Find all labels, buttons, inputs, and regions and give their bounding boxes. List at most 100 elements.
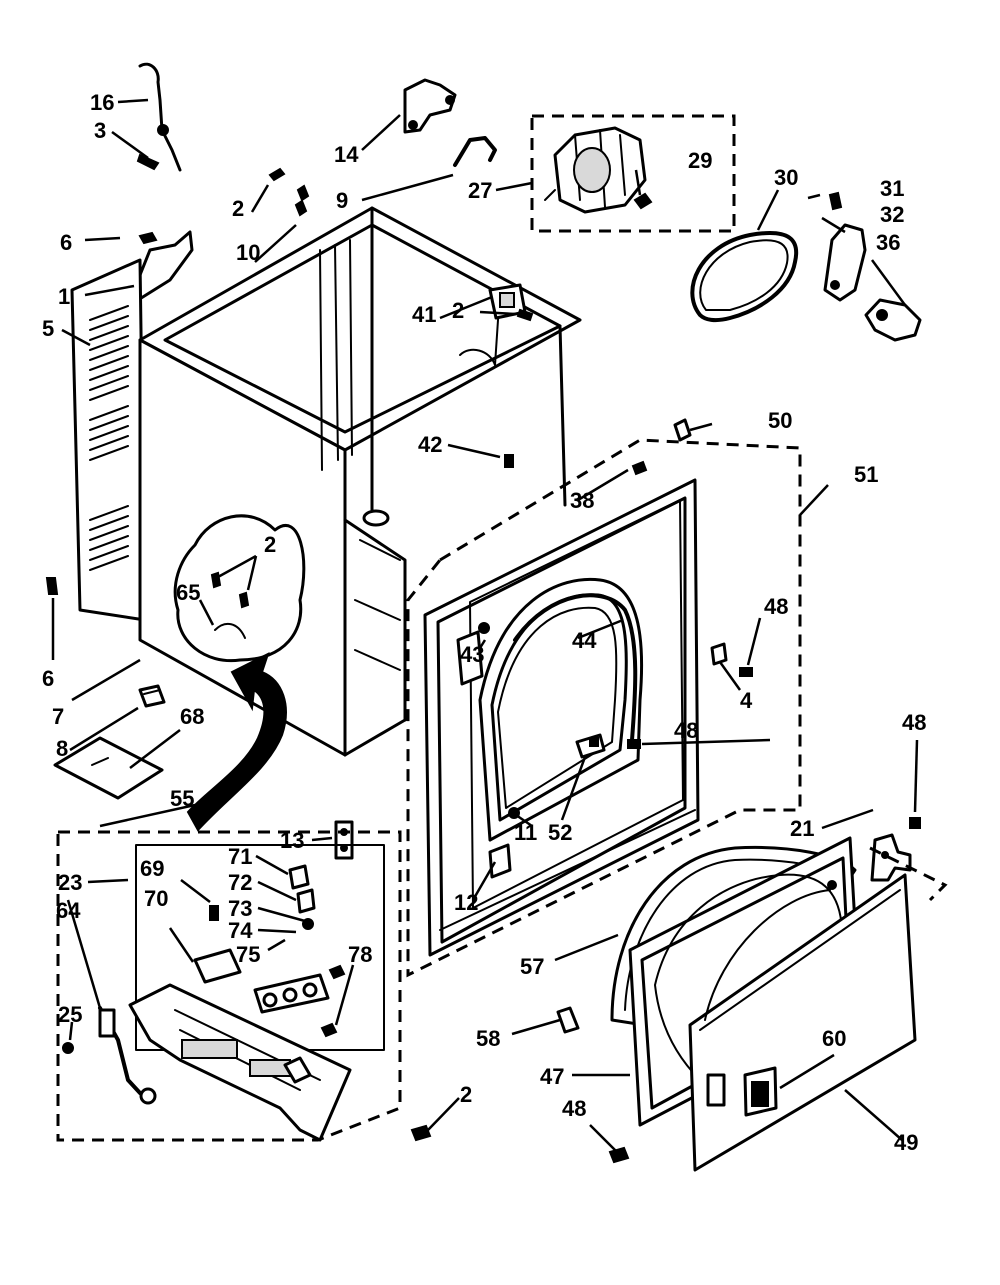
label-69: 69 (140, 856, 164, 881)
label-47: 47 (540, 1064, 564, 1089)
label-55: 55 (170, 786, 194, 811)
label-1: 1 (58, 284, 70, 309)
label-30: 30 (774, 165, 798, 190)
part-38-screw (631, 460, 648, 476)
label-48-right: 48 (902, 710, 926, 735)
part-48-screw-b (627, 739, 641, 749)
control-panel-group-box (56, 830, 402, 1142)
part-71-knob (288, 864, 310, 890)
part-7-foot (138, 684, 166, 708)
label-10: 10 (236, 240, 260, 265)
part-50-nut (673, 418, 692, 442)
label-2-top: 2 (232, 196, 244, 221)
label-21: 21 (790, 816, 814, 841)
label-6-top: 6 (60, 230, 72, 255)
part-27-motor (544, 126, 647, 214)
part-68-cover (53, 736, 164, 800)
part-42-screw (504, 454, 514, 468)
part-70-board (193, 948, 242, 984)
part-51-front-panel (423, 478, 700, 957)
label-71: 71 (228, 844, 252, 869)
front-panel-group-box (406, 438, 802, 978)
label-51: 51 (854, 462, 878, 487)
label-13: 13 (280, 828, 304, 853)
label-8: 8 (56, 736, 68, 761)
leader-lines (51, 98, 919, 1153)
part-30-belt (690, 231, 799, 323)
part-cabinet (70, 206, 582, 757)
label-23: 23 (58, 870, 82, 895)
label-64: 64 (56, 898, 81, 923)
label-31: 31 (880, 176, 904, 201)
part-10-clip (294, 184, 310, 217)
label-57: 57 (520, 954, 544, 979)
part-64-wire (98, 1006, 157, 1105)
part-29-screw (633, 192, 653, 210)
label-65: 65 (176, 580, 200, 605)
label-11: 11 (514, 820, 537, 845)
part-32-bracket (823, 223, 867, 302)
part-52-latch (575, 733, 606, 759)
label-43: 43 (460, 642, 484, 667)
label-25: 25 (58, 1002, 82, 1027)
part-4-strike (710, 642, 728, 666)
part-14-bracket (403, 78, 457, 134)
label-78: 78 (348, 942, 372, 967)
label-48-upper: 48 (764, 594, 788, 619)
part-49-outer-door (688, 873, 917, 1172)
part-31-screw (828, 191, 843, 211)
part-78-screw (320, 964, 346, 1038)
part-6-screw-top (138, 231, 158, 245)
label-2-mid: 2 (452, 298, 464, 323)
door-group-box (869, 846, 948, 902)
exhaust-duct (186, 652, 287, 832)
label-12: 12 (454, 890, 478, 915)
part-43-switch (456, 622, 490, 686)
part-number-labels: 16 3 14 27 29 30 31 32 36 2 9 6 10 1 5 2… (42, 90, 926, 1155)
label-3: 3 (94, 118, 106, 143)
part-6-screw-left (45, 577, 59, 595)
part-2-screw-bottom (410, 1124, 432, 1142)
part-13-plate (334, 820, 354, 860)
label-38: 38 (570, 488, 594, 513)
part-72-clip (296, 888, 316, 914)
label-4: 4 (740, 688, 753, 713)
label-6-left: 6 (42, 666, 54, 691)
label-70: 70 (144, 886, 168, 911)
label-27: 27 (468, 178, 492, 203)
part-3-screw (136, 153, 160, 171)
label-73: 73 (228, 896, 252, 921)
label-60: 60 (822, 1026, 846, 1051)
label-16: 16 (90, 90, 114, 115)
part-36-idler (864, 298, 922, 342)
label-68: 68 (180, 704, 204, 729)
part-12-switch (488, 843, 512, 879)
part-48-screw-c (909, 817, 921, 829)
part-74-75-switch (253, 973, 330, 1014)
part-73-spring (302, 918, 314, 930)
label-5: 5 (42, 316, 54, 341)
label-52: 52 (548, 820, 572, 845)
label-48-bottom: 48 (562, 1096, 586, 1121)
part-25-screw (62, 1042, 74, 1054)
part-2-screw-mid (516, 308, 534, 322)
label-29: 29 (688, 148, 712, 173)
label-49: 49 (894, 1130, 918, 1155)
label-75: 75 (236, 942, 260, 967)
part-23-console (128, 983, 352, 1142)
motor-assembly-box (530, 114, 736, 233)
label-9: 9 (336, 188, 348, 213)
label-2-bottom: 2 (460, 1082, 472, 1107)
part-48-screw-d (608, 1146, 630, 1164)
part-1-bracket (136, 230, 194, 302)
label-36: 36 (876, 230, 900, 255)
part-9-clip (453, 136, 497, 167)
label-72: 72 (228, 870, 252, 895)
label-41: 41 (412, 302, 436, 327)
label-42: 42 (418, 432, 442, 457)
part-69-screw (209, 905, 219, 921)
part-58-hinge (556, 1006, 580, 1034)
label-50: 50 (768, 408, 792, 433)
